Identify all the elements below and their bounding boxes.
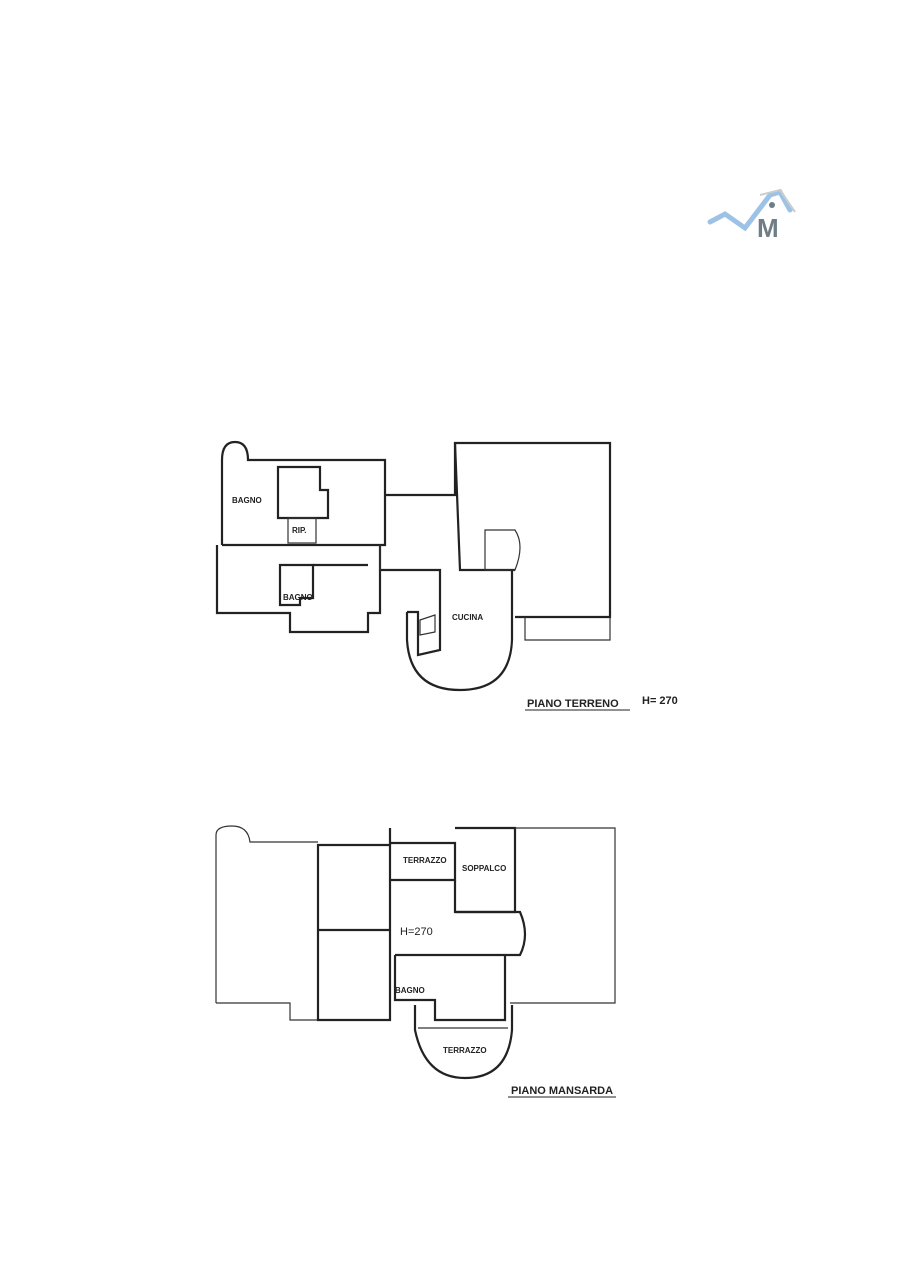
room-label-cucina: CUCINA xyxy=(452,613,483,622)
room-label-ripostiglio: RIP. xyxy=(292,526,307,535)
room-label-soppalco: SOPPALCO xyxy=(462,864,506,873)
ground-floor-height: H= 270 xyxy=(642,695,678,707)
ground-floor-plan: BAGNO RIP. BAGNO CUCINA PIANO TERRENO H=… xyxy=(215,440,678,711)
attic-height: H=270 xyxy=(400,926,433,938)
ground-floor-title: PIANO TERRENO xyxy=(527,698,619,710)
room-label-bagno-1: BAGNO xyxy=(232,496,262,505)
room-label-terrazzo-1: TERRAZZO xyxy=(403,856,447,865)
room-label-bagno-2: BAGNO xyxy=(283,593,313,602)
attic-floor-plan: TERRAZZO SOPPALCO BAGNO TERRAZZO H=270 P… xyxy=(215,825,616,1098)
attic-floor-title: PIANO MANSARDA xyxy=(511,1085,613,1097)
agency-logo: M xyxy=(707,188,796,243)
room-label-bagno-attic: BAGNO xyxy=(395,986,425,995)
room-label-terrazzo-2: TERRAZZO xyxy=(443,1046,487,1055)
logo-letter: M xyxy=(757,213,779,243)
